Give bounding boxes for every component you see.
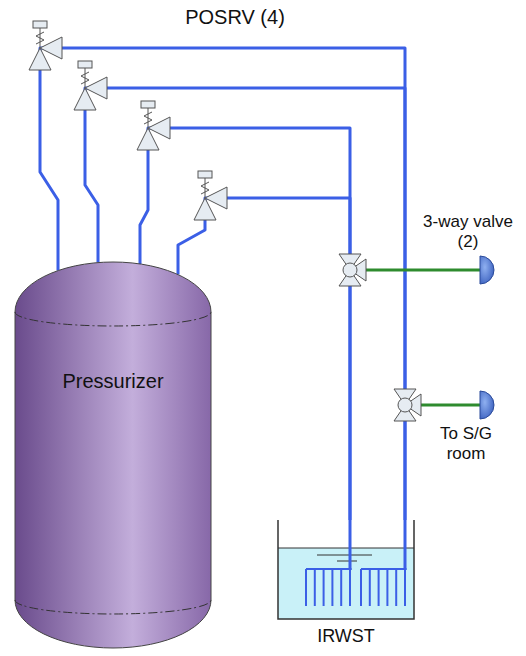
sparger xyxy=(404,569,406,606)
actuator-line xyxy=(366,269,480,272)
relief-valve xyxy=(137,101,170,150)
water xyxy=(278,548,414,619)
water-tank: IRWST xyxy=(277,520,415,620)
relief-valve xyxy=(74,61,107,110)
weld-seam xyxy=(15,312,211,326)
sparger xyxy=(361,568,407,570)
relief-valve xyxy=(194,171,227,220)
tank-wall xyxy=(278,520,414,619)
actuator-symbol xyxy=(480,256,494,284)
vessel: Pressurizer xyxy=(15,262,211,650)
sparger xyxy=(360,569,362,606)
sparger xyxy=(369,569,371,606)
component-label: POSRV (4) xyxy=(165,5,305,29)
vessel-body xyxy=(15,262,211,648)
actuator-symbol xyxy=(480,391,494,419)
water-surface xyxy=(278,548,414,549)
sparger xyxy=(340,569,342,606)
three-way-valve xyxy=(394,389,421,421)
irwst-tank xyxy=(277,520,415,620)
relief-valve xyxy=(29,21,62,70)
component-label: 3-way valve (2) xyxy=(420,212,516,253)
weld-seam xyxy=(15,600,211,614)
pipe xyxy=(404,520,407,570)
sparger xyxy=(305,569,307,606)
vessel-label: Pressurizer xyxy=(15,370,211,393)
sparger xyxy=(314,569,316,606)
sparger xyxy=(331,569,333,606)
sparger xyxy=(323,569,325,606)
three-way-valve xyxy=(339,254,366,286)
water-ripple xyxy=(317,555,372,556)
pressurizer-vessel xyxy=(15,262,211,650)
sparger xyxy=(306,568,352,570)
actuator-line xyxy=(421,404,480,407)
sparger xyxy=(349,569,351,606)
pipe xyxy=(349,520,352,570)
sparger xyxy=(378,569,380,606)
tank-label: IRWST xyxy=(277,626,415,647)
water-ripple xyxy=(337,561,357,562)
destination-label: To S/G room xyxy=(425,424,507,465)
sparger xyxy=(386,569,388,606)
sparger xyxy=(395,569,397,606)
